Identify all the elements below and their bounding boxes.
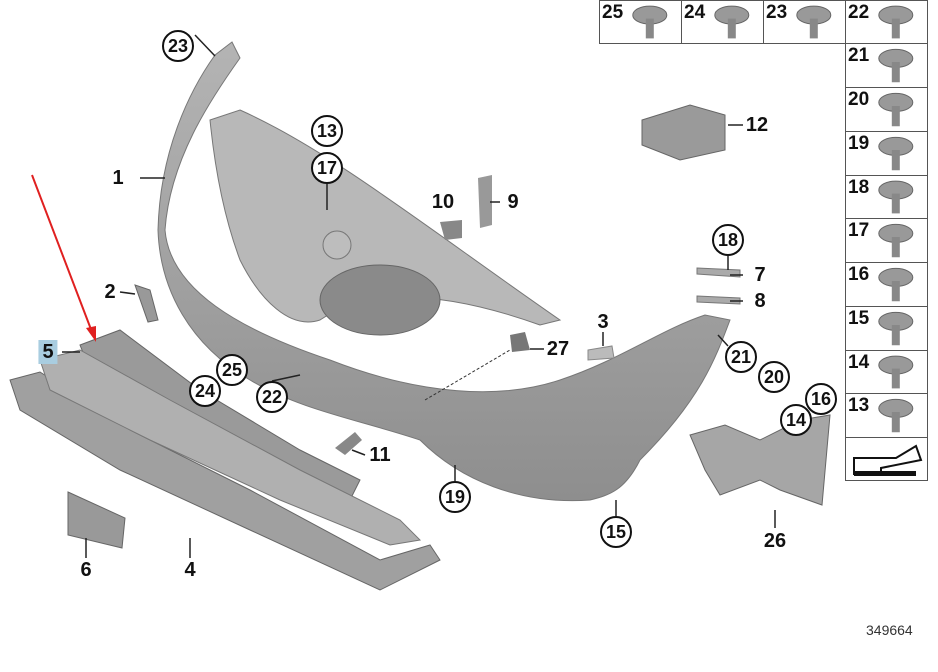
callout-circle-14: 14 [780,404,812,436]
callout-27: 27 [546,338,570,360]
fastener-cell: 18 [845,175,928,219]
fastener-icon [878,355,914,389]
callout-circle-18: 18 [712,224,744,256]
emblem-mount [322,230,352,260]
callout-1: 1 [112,167,124,189]
fastener-icon [878,223,914,258]
part-7 [696,267,741,278]
fastener-cell: 14 [845,350,928,394]
fastener-icon [878,398,914,433]
diagram-reference-number: 349664 [866,622,913,638]
fastener-cell: 21 [845,43,928,88]
fastener-cell: 25 [599,0,682,44]
callout-circle-23: 23 [162,30,194,62]
fastener-number: 21 [848,45,870,66]
fastener-icon [796,5,832,39]
fastener-number: 13 [848,395,870,416]
fastener-icon [878,48,914,83]
fastener-icon [878,92,914,127]
fastener-icon [878,180,914,214]
fastener-number: 24 [684,2,706,23]
callout-2: 2 [104,281,116,303]
lower-grille-middle [39,349,422,546]
callout-12: 12 [745,114,769,136]
fastener-cell: 16 [845,262,928,307]
red-arrow-head [86,326,96,342]
callout-6: 6 [80,559,92,581]
fastener-icon [632,5,668,39]
callout-circle-16: 16 [805,383,837,415]
fastener-cell: 23 [763,0,846,44]
callout-7: 7 [754,264,766,286]
fastener-icon [878,267,914,302]
fastener-icon [878,5,914,39]
fastener-icon [878,311,914,346]
fastener-number: 16 [848,264,870,285]
direction-arrow-icon [853,444,923,476]
fastener-cell: 20 [845,87,928,132]
callout-circle-17: 17 [311,152,343,184]
kidney-grille-opening [319,264,441,336]
part-6 [67,491,126,549]
fastener-cell: 19 [845,131,928,176]
fastener-number: 18 [848,177,870,198]
callout-circle-25: 25 [216,354,248,386]
fastener-number: 22 [848,2,870,23]
fastener-number: 25 [602,2,624,23]
dashed-leader [424,349,511,401]
fastener-cell: 17 [845,218,928,263]
fastener-number: 17 [848,220,870,241]
fastener-number: 19 [848,133,870,154]
part-10 [440,220,462,240]
fastener-number: 14 [848,352,870,373]
part-11 [335,432,362,455]
callout-circle-13: 13 [311,115,343,147]
part-9 [478,175,492,228]
fastener-cell: 13 [845,393,928,438]
callout-circle-24: 24 [189,375,221,407]
callout-circle-19: 19 [439,481,471,513]
fastener-cell: 24 [681,0,764,44]
callout-11: 11 [369,444,391,466]
callout-3: 3 [597,311,609,333]
callout-circle-15: 15 [600,516,632,548]
front-bumper-cover [157,41,731,502]
callout-4: 4 [184,559,196,581]
callout-26: 26 [763,530,787,552]
part-2 [134,284,159,323]
fastener-icon [878,136,914,171]
callout-circle-21: 21 [725,341,757,373]
part-27 [510,332,530,352]
fastener-number: 23 [766,2,788,23]
callout-10: 10 [431,191,455,213]
fastener-number: 15 [848,308,870,329]
fastener-cell: 22 [845,0,928,44]
part-26 [689,414,831,506]
callout-circle-20: 20 [758,361,790,393]
callout-8: 8 [754,290,766,312]
callout-5-highlighted: 5 [38,340,58,364]
orientation-arrow-cell [845,437,928,481]
fastener-cell: 15 [845,306,928,351]
callout-9: 9 [507,191,519,213]
part-12 [641,104,726,161]
red-arrow [31,174,93,333]
fastener-icon [714,5,750,39]
fastener-number: 20 [848,89,870,110]
leader-lines [62,34,776,558]
part-8 [696,295,741,305]
callout-circle-22: 22 [256,381,288,413]
part-3 [587,345,615,361]
